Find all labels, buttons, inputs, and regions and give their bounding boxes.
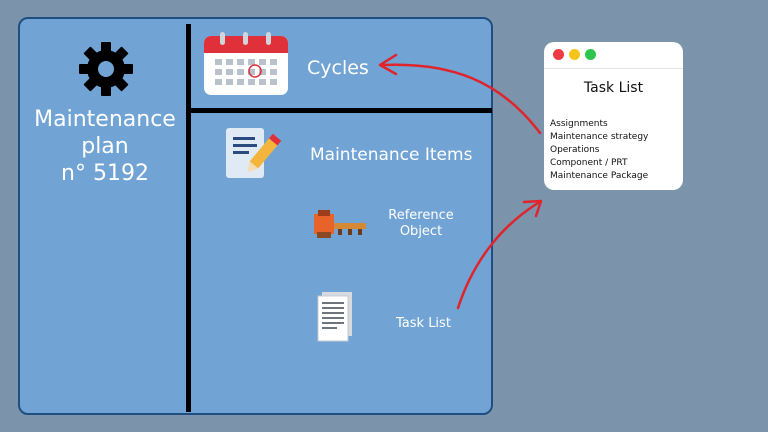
arrow-to-task-window <box>456 201 540 310</box>
plan-title: Maintenance plan n° 5192 <box>24 106 186 187</box>
arrow-to-cycles <box>380 63 542 135</box>
calendar-icon <box>204 32 288 95</box>
task-list-entry: Operations <box>550 145 600 155</box>
task-list-document-icon <box>317 292 352 342</box>
reference-object-line2: Object <box>399 224 443 239</box>
minimize-dot-icon[interactable] <box>569 49 580 60</box>
arrow-to-task-window-head <box>522 199 543 218</box>
task-list-label: Task List <box>396 316 451 331</box>
arrow-to-cycles-head <box>378 53 398 76</box>
window-title-bar <box>544 42 683 69</box>
vertical-divider <box>186 24 191 412</box>
machine-icon <box>314 210 366 238</box>
plan-title-line2: plan <box>81 134 129 159</box>
gear-icon <box>79 42 133 96</box>
plan-number: n° 5192 <box>61 161 149 186</box>
maximize-dot-icon[interactable] <box>585 49 596 60</box>
task-list-entry: Component / PRT <box>550 158 628 168</box>
task-list-window-title: Task List <box>583 80 644 96</box>
task-list-entry: Assignments <box>550 119 608 129</box>
task-list-entry: Maintenance Package <box>550 171 649 181</box>
cycles-label: Cycles <box>307 57 369 79</box>
maintenance-items-label: Maintenance Items <box>310 145 473 165</box>
plan-title-line1: Maintenance <box>34 107 176 132</box>
task-list-entries: Assignments Maintenance strategy Operati… <box>550 118 648 183</box>
document-pencil-icon <box>226 128 282 178</box>
reference-object-label: Reference Object <box>378 208 464 240</box>
reference-object-line1: Reference <box>388 208 454 223</box>
horizontal-divider <box>188 108 492 113</box>
task-list-entry: Maintenance strategy <box>550 132 649 142</box>
task-list-window: Task List Assignments Maintenance strate… <box>544 42 683 190</box>
close-dot-icon[interactable] <box>553 49 564 60</box>
